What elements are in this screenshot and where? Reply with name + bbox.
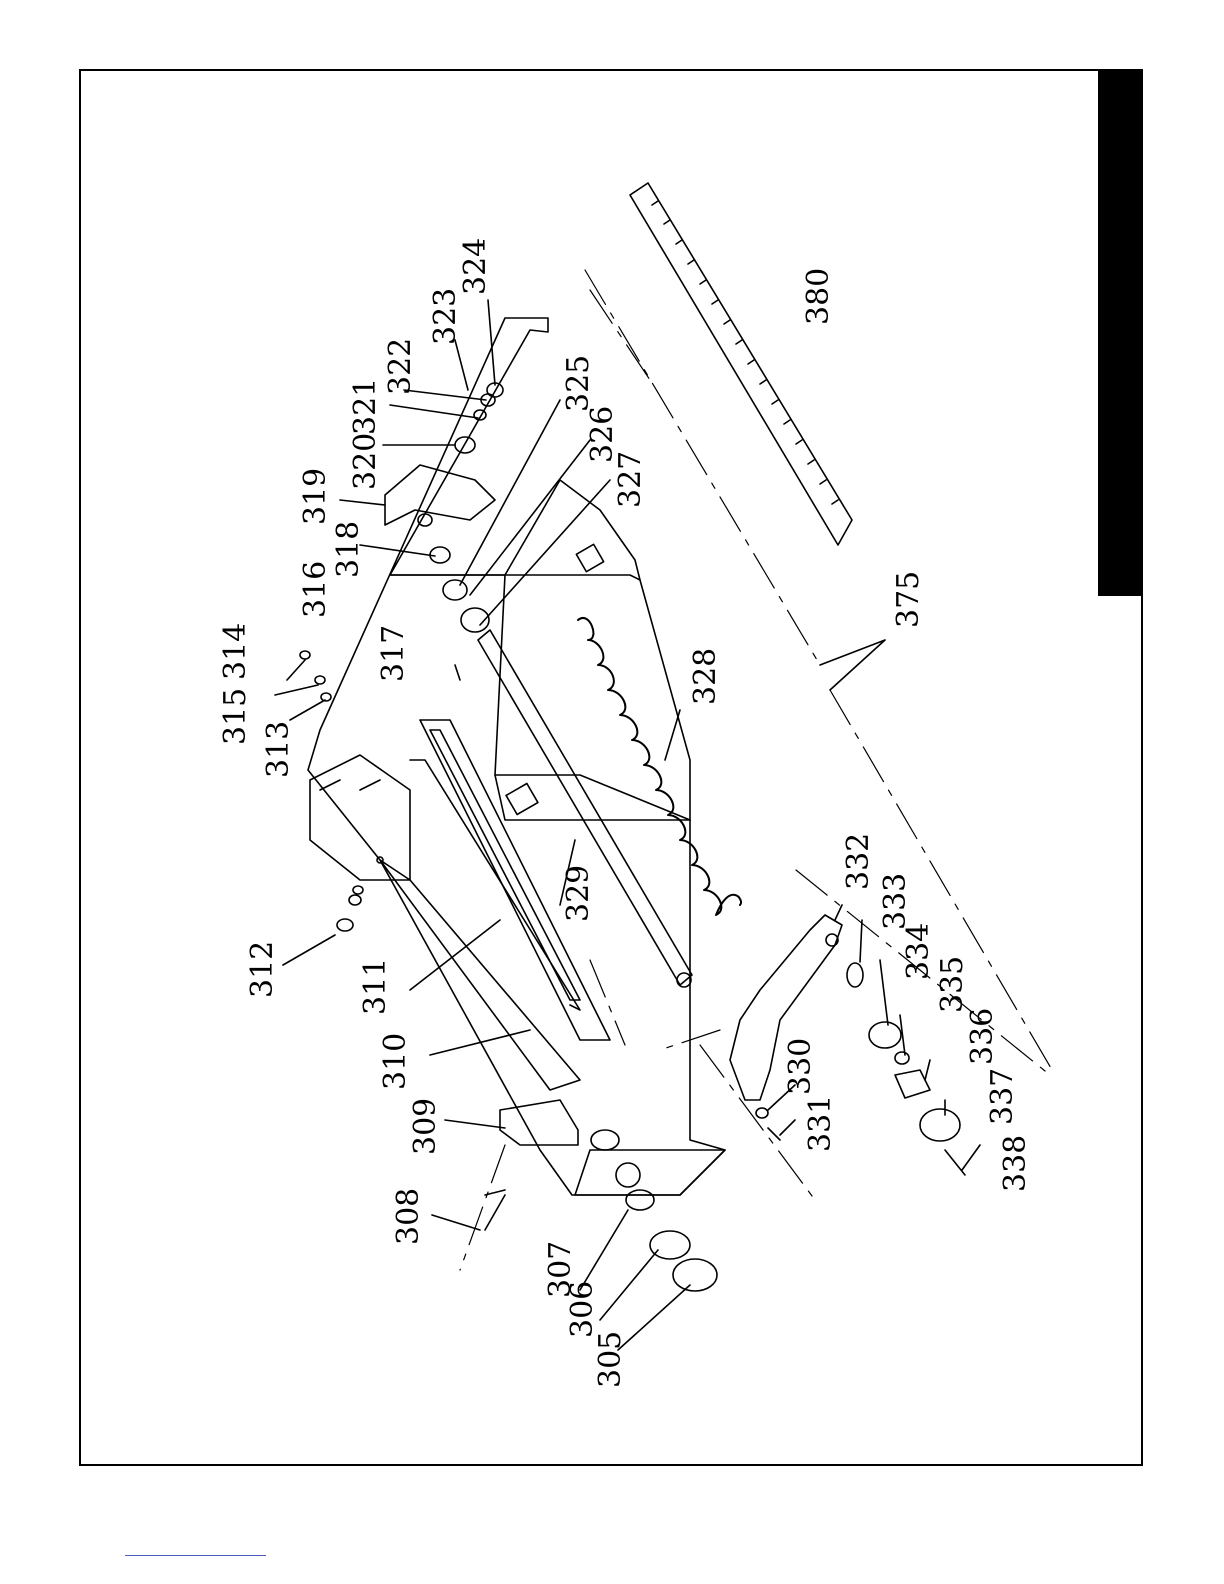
part-label-311: 311 <box>358 958 393 1015</box>
washer-333 <box>847 963 863 987</box>
nut-335 <box>895 1052 909 1064</box>
window-lower <box>506 783 538 814</box>
part-label-319: 319 <box>298 468 333 525</box>
washer-334 <box>869 1022 901 1048</box>
guide-rail-b <box>410 760 580 1010</box>
part-label-320: 320 <box>348 433 383 490</box>
part-label-330: 330 <box>783 1038 818 1095</box>
part-label-380: 380 <box>801 268 836 325</box>
footer-rule <box>125 1555 266 1556</box>
part-label-323: 323 <box>428 288 463 345</box>
part-label-318: 318 <box>331 521 366 578</box>
part-label-316: 316 <box>298 561 333 618</box>
part-label-309: 309 <box>408 1098 443 1155</box>
gear-336 <box>895 1070 930 1098</box>
part-label-305: 305 <box>593 1331 628 1388</box>
part-label-335: 335 <box>935 956 970 1013</box>
frame-front-edge <box>390 575 640 580</box>
part-label-324: 324 <box>458 238 493 295</box>
rack-strip <box>430 730 580 1000</box>
screw-338 <box>945 1150 965 1175</box>
part-label-313: 313 <box>261 721 296 778</box>
part-label-317: 317 <box>376 625 411 682</box>
part-label-338: 338 <box>998 1135 1033 1192</box>
part-label-333: 333 <box>878 873 913 930</box>
part-label-325: 325 <box>561 355 596 412</box>
part-label-314: 314 <box>218 623 253 680</box>
part-label-315: 315 <box>218 688 253 745</box>
part-label-310: 310 <box>378 1033 413 1090</box>
part-label-308: 308 <box>391 1188 426 1245</box>
block-309 <box>500 1100 578 1145</box>
part-label-327: 327 <box>613 451 648 508</box>
bracket-319 <box>385 465 495 525</box>
part-label-334: 334 <box>901 923 936 980</box>
part-label-332: 332 <box>841 833 876 890</box>
part-label-322: 322 <box>383 338 418 395</box>
part-label-307: 307 <box>543 1241 578 1298</box>
tube-end <box>591 1130 619 1150</box>
ruler-380 <box>630 183 852 545</box>
part-label-321: 321 <box>348 378 383 435</box>
part-label-328: 328 <box>688 648 723 705</box>
part-label-336: 336 <box>965 1008 1000 1065</box>
part-label-331: 331 <box>803 1095 838 1152</box>
part-label-337: 337 <box>985 1068 1020 1125</box>
part-label-329: 329 <box>561 865 596 922</box>
mount-bracket <box>310 755 410 880</box>
part-label-312: 312 <box>245 941 280 998</box>
part-label-375: 375 <box>891 571 926 628</box>
rear-plate-hole <box>616 1163 640 1187</box>
rear-plate <box>575 1150 725 1195</box>
window-upper <box>576 544 603 571</box>
knob-337 <box>920 1109 960 1141</box>
